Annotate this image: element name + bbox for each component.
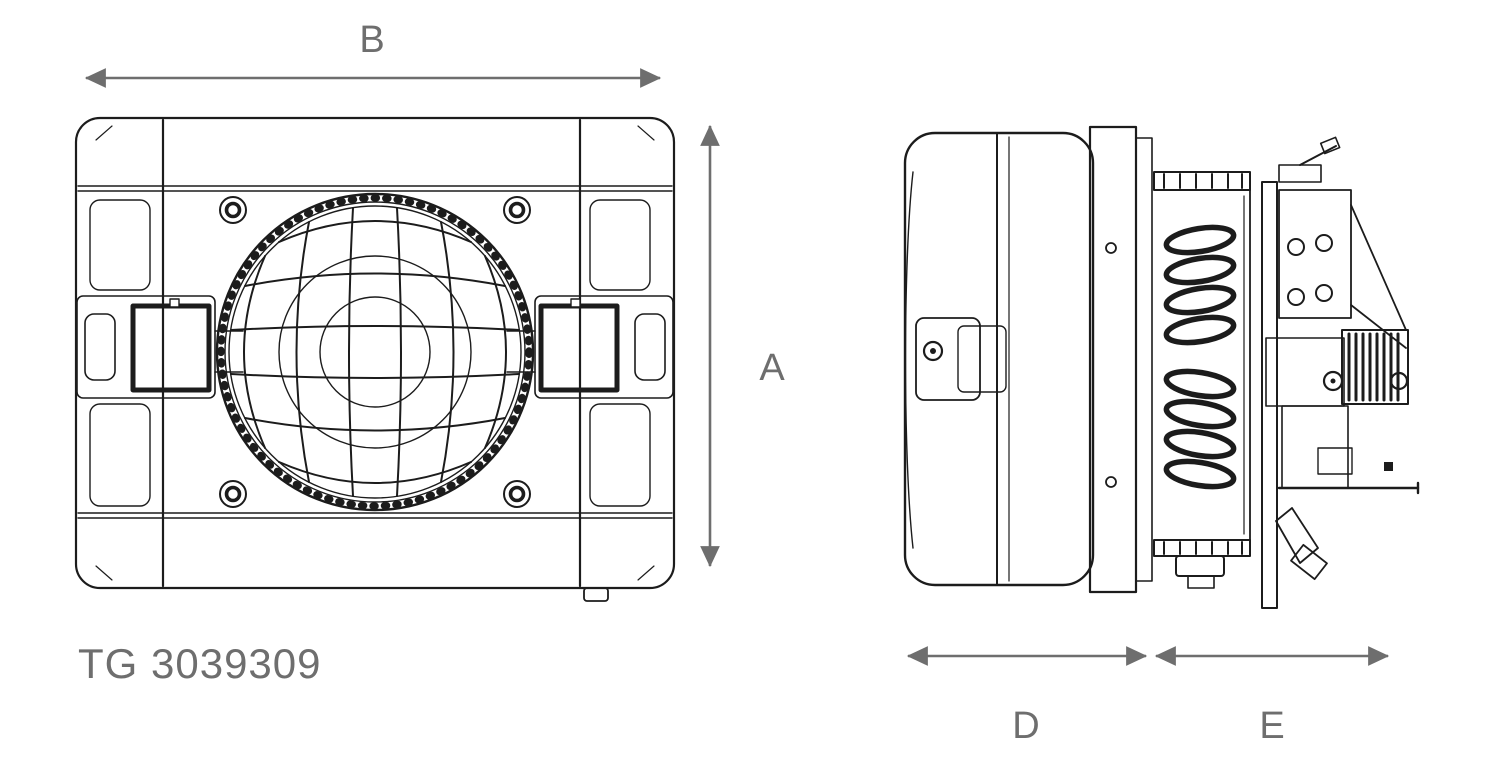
ribbed-connector [1322,329,1409,405]
screw-top-left [219,196,247,224]
grille-lattice-vertical [243,207,507,497]
screw-bottom-right [503,480,531,508]
bottom-tab [583,587,609,602]
bottom-foot [1175,555,1225,589]
top-plate-slots [1163,173,1243,189]
front-housing-outline [74,116,676,590]
side-housing [903,131,1095,587]
front-side-panels [89,199,651,507]
mounting-bracket-left [76,295,244,399]
side-view [903,125,1420,609]
screw-top-right [503,196,531,224]
grille-lattice-horizontal [230,220,520,484]
dimension-b-label: B [359,19,384,61]
grille [215,192,535,512]
dimensions [84,68,1390,666]
top-latch [1278,136,1341,183]
hole-plate [1278,189,1352,319]
part-number: TG 3039309 [78,640,322,687]
lower-box [1277,405,1420,495]
front-view [74,116,676,602]
dimension-a-label: A [759,347,785,389]
mounting-flange [1088,125,1153,594]
dimension-d-label: D [1012,705,1039,747]
spring-section [1153,171,1251,589]
angled-foot [1275,507,1328,581]
spring-upper [1163,224,1237,346]
rear-bracket-assembly [1261,136,1420,609]
dimension-e-label: E [1259,705,1284,747]
spring-lower [1163,368,1237,490]
bottom-plate-slots [1163,541,1243,555]
screw-bottom-left [219,480,247,508]
mounting-bracket-right [506,295,674,399]
